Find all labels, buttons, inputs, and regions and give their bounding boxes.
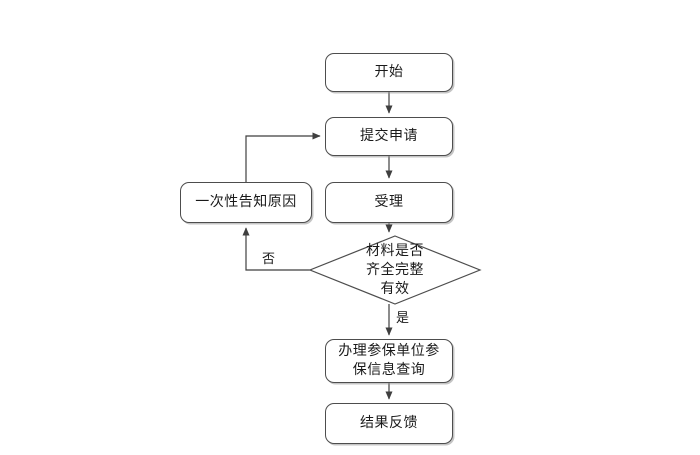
node-query-insurance-info[interactable]: 办理参保单位参 保信息查询 [325,339,453,383]
node-decision-materials-complete[interactable]: 材料是否 齐全完整 有效 [340,236,450,304]
node-submit-application-label: 提交申请 [360,128,418,144]
edge-label-no: 否 [262,252,276,267]
node-start-label: 开始 [374,64,404,80]
node-result-feedback-label: 结果反馈 [360,415,418,431]
decision-line-3: 有效 [380,280,410,297]
node-query-line-2: 保信息查询 [352,362,426,378]
node-result-feedback[interactable]: 结果反馈 [325,403,453,444]
decision-diamond-shape [308,235,482,305]
node-inform-reason[interactable]: 一次性告知原因 [180,182,312,223]
node-accept-label: 受理 [374,194,404,210]
node-query-line-1: 办理参保单位参 [338,343,440,359]
edge-label-yes: 是 [396,311,410,326]
connector-inform-to-submit [245,132,321,182]
node-start[interactable]: 开始 [325,53,453,92]
decision-line-2: 齐全完整 [366,261,424,278]
node-submit-application[interactable]: 提交申请 [325,117,453,156]
decision-line-1: 材料是否 [366,242,424,259]
node-inform-reason-label: 一次性告知原因 [195,194,297,210]
node-accept[interactable]: 受理 [325,182,453,223]
connector-decision-no-to-inform [242,227,310,271]
